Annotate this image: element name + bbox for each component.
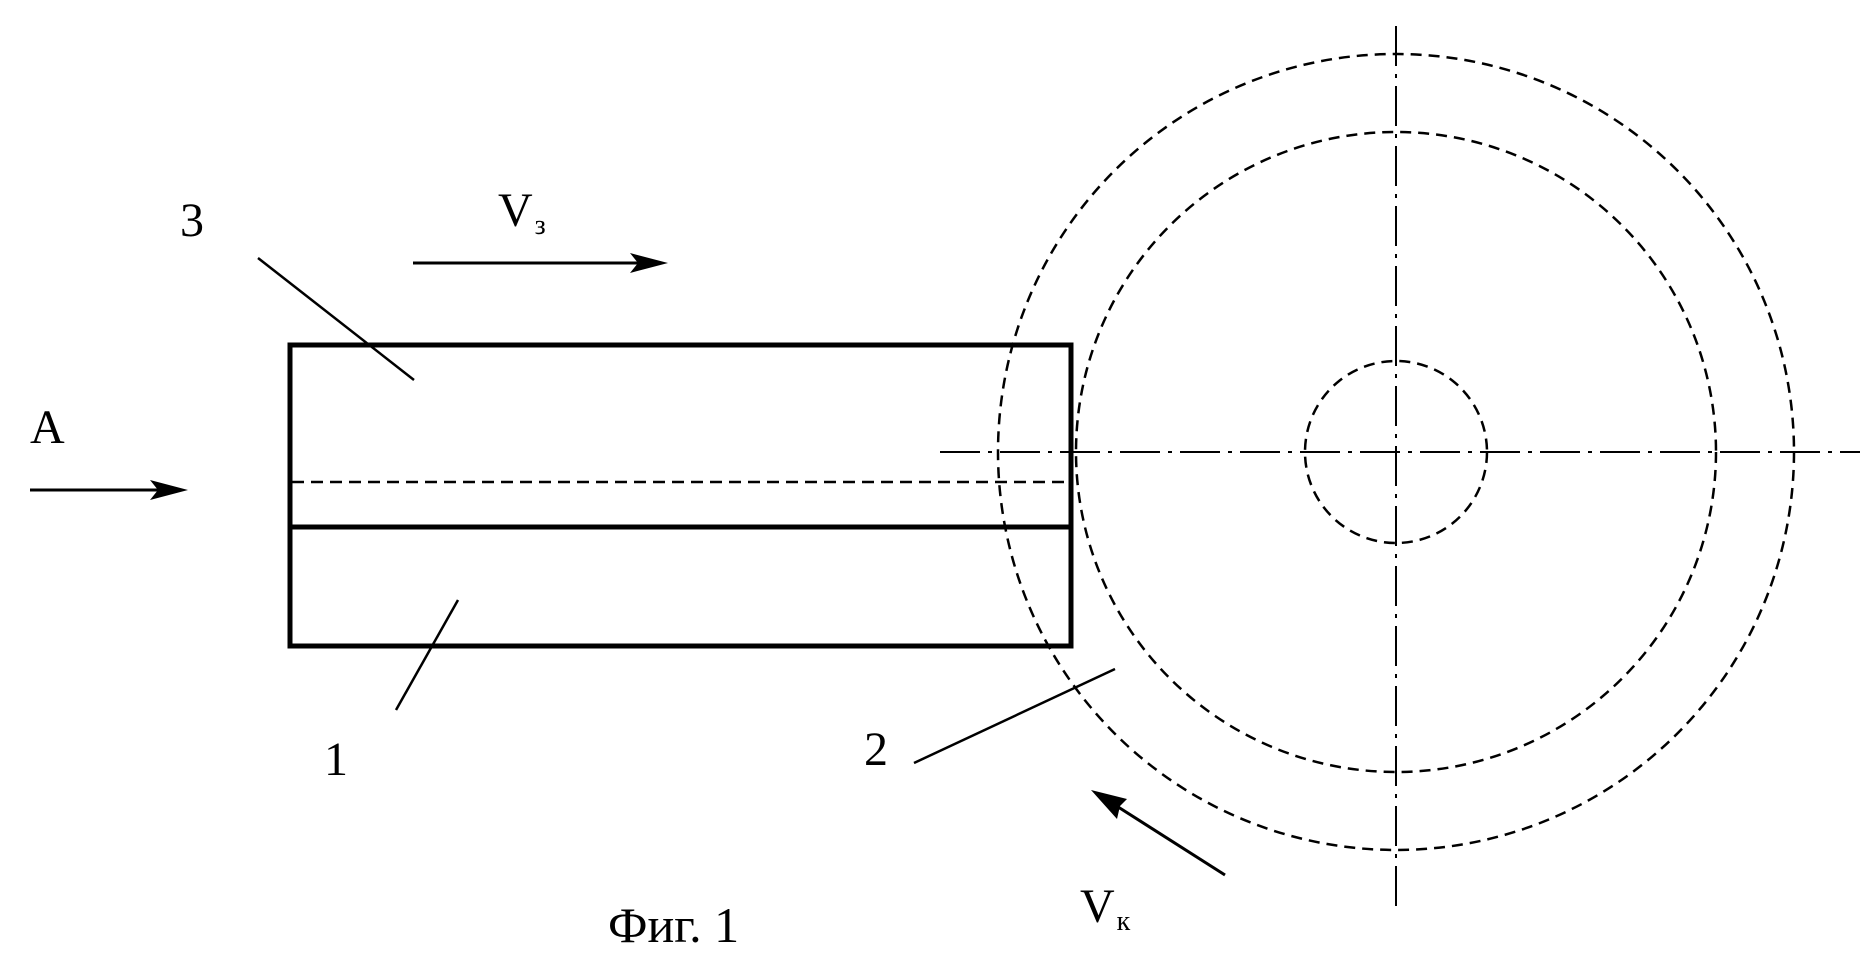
leader-line-2 <box>914 669 1115 763</box>
arrow-view-a <box>30 480 188 500</box>
label-part-1: 1 <box>324 733 348 786</box>
velocity-k-subscript: к <box>1117 906 1131 937</box>
label-view-a: A <box>30 401 65 454</box>
leader-line-3 <box>258 258 414 380</box>
arrow-velocity-k <box>1091 790 1225 875</box>
label-part-2: 2 <box>864 723 888 776</box>
label-part-3: 3 <box>180 194 204 247</box>
arrow-velocity-z <box>413 253 668 273</box>
label-velocity-k: Vк <box>1080 880 1131 937</box>
velocity-z-main: V <box>498 184 533 237</box>
label-velocity-z: Vз <box>498 184 546 241</box>
workpiece-block <box>290 345 1071 646</box>
figure-caption: Фиг. 1 <box>608 897 739 953</box>
tool-wheel <box>940 26 1860 912</box>
workpiece-outline <box>290 345 1071 646</box>
leader-line-1 <box>396 600 458 710</box>
velocity-k-main: V <box>1080 880 1115 933</box>
velocity-z-subscript: з <box>535 210 546 241</box>
